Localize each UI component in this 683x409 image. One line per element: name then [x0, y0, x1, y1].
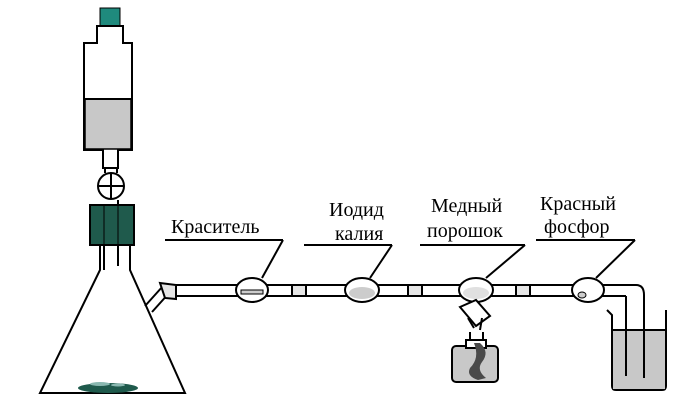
label-copper-powder-line2: порошок	[427, 220, 503, 242]
funnel-liquid	[84, 98, 132, 150]
stopcock-icon	[97, 168, 125, 200]
connector-1	[291, 284, 307, 297]
label-copper-powder-line1: Медный	[431, 195, 502, 217]
gas-bulb-icon-3	[458, 277, 494, 303]
gas-bulb-icon-1	[235, 277, 269, 303]
label-red-phosphorus-line2: фосфор	[544, 216, 610, 238]
dropping-funnel-icon	[83, 7, 133, 169]
gas-bulb-icon-2	[344, 277, 380, 303]
label-potassium-iodide-line1: Иодид	[329, 199, 384, 221]
label-red-phosphorus-line1: Красный	[540, 193, 616, 215]
label-potassium-iodide-line2: калия	[335, 223, 383, 245]
rubber-stopper-icon	[89, 204, 135, 246]
funnel-cap	[99, 7, 121, 27]
burner-icon	[451, 298, 499, 383]
connector-2	[407, 284, 423, 297]
beaker-icon	[606, 309, 667, 391]
gas-tube	[144, 281, 645, 378]
gas-bulb-icon-4	[571, 277, 605, 303]
label-dye: Краситель	[171, 216, 260, 238]
connector-3	[515, 284, 531, 297]
